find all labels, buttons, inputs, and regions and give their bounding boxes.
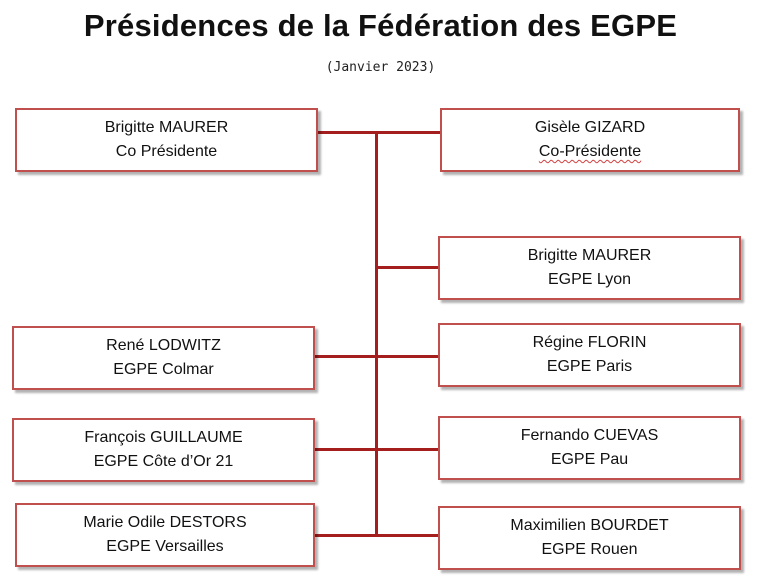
connector-colmar-paris	[313, 355, 440, 358]
chart-title: Présidences de la Fédération des EGPE	[83, 8, 678, 43]
box-name: Gisèle GIZARD	[534, 119, 646, 136]
box-role: EGPE Paris	[546, 358, 633, 375]
chart-subtitle: (Janvier 2023)	[325, 60, 436, 75]
box-name: Régine FLORIN	[532, 334, 647, 351]
box-egpe-paris: Régine FLORIN EGPE Paris	[438, 323, 741, 387]
box-egpe-cote-dor: François GUILLAUME EGPE Côte d’Or 21	[12, 418, 315, 482]
box-name: Maximilien BOURDET	[510, 517, 669, 534]
box-role: EGPE Rouen	[541, 541, 638, 558]
box-name: Fernando CUEVAS	[520, 427, 659, 444]
box-role: EGPE Lyon	[547, 271, 631, 288]
box-role: EGPE Versailles	[106, 538, 224, 555]
connector-cote-dor-pau	[313, 448, 440, 451]
connector-versailles-rouen	[313, 534, 440, 537]
box-role: EGPE Colmar	[113, 361, 214, 378]
box-egpe-rouen: Maximilien BOURDET EGPE Rouen	[438, 506, 741, 570]
box-egpe-lyon: Brigitte MAURER EGPE Lyon	[438, 236, 741, 300]
box-role: Co Présidente	[115, 143, 218, 160]
box-name: François GUILLAUME	[84, 429, 243, 446]
box-egpe-colmar: René LODWITZ EGPE Colmar	[12, 326, 315, 390]
box-name: Brigitte MAURER	[527, 247, 652, 264]
box-egpe-versailles: Marie Odile DESTORS EGPE Versailles	[15, 503, 315, 567]
box-co-presidente-right: Gisèle GIZARD Co-Présidente	[440, 108, 740, 172]
trunk-line	[375, 132, 378, 535]
box-name: Brigitte MAURER	[104, 119, 229, 136]
box-egpe-pau: Fernando CUEVAS EGPE Pau	[438, 416, 741, 480]
box-name: René LODWITZ	[106, 337, 221, 354]
box-role: EGPE Côte d’Or 21	[93, 453, 234, 470]
box-role: Co-Présidente	[538, 143, 642, 160]
box-role: EGPE Pau	[550, 451, 629, 468]
connector-lyon	[376, 266, 440, 269]
connector-co-pres	[318, 131, 441, 134]
box-name: Marie Odile DESTORS	[83, 514, 247, 531]
box-co-presidente-left: Brigitte MAURER Co Présidente	[15, 108, 318, 172]
